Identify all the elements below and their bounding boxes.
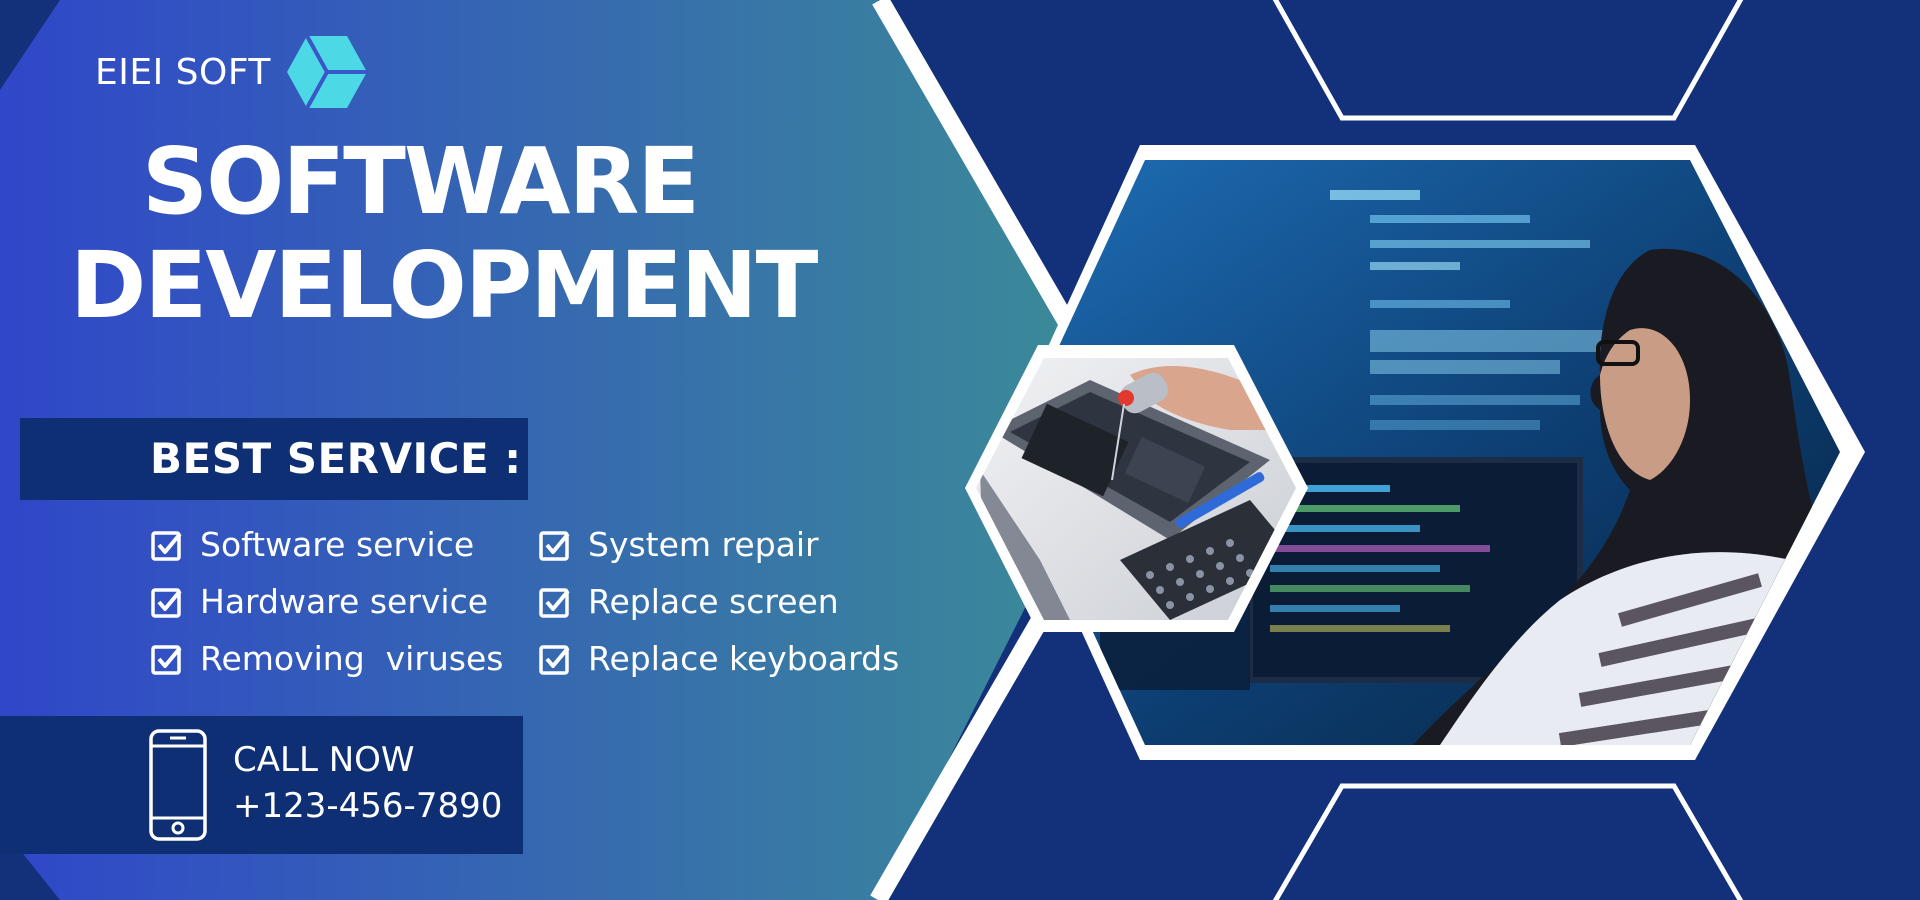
service-heading-band [20, 418, 528, 500]
list-item: Hardware service [150, 573, 504, 630]
photo-laptop-repair [976, 358, 1296, 620]
checkbox-checked-icon [151, 644, 182, 675]
service-label: Hardware service [200, 582, 489, 621]
phone-number[interactable]: +123-456-7890 [233, 786, 503, 826]
service-list-right: System repair Replace screen Replace key… [538, 516, 899, 687]
service-label: Replace keyboards [588, 639, 900, 678]
title-line-2: DEVELOPMENT [70, 232, 818, 339]
list-item: Software service [150, 516, 504, 573]
checkbox-checked-icon [151, 530, 182, 561]
title-line-1: SOFTWARE [141, 128, 700, 235]
list-item: Replace keyboards [538, 630, 899, 687]
brand-name: EIEI SOFT [95, 51, 271, 93]
call-now-label: CALL NOW [233, 740, 415, 780]
call-now-band [0, 716, 523, 854]
service-list-left: Software service Hardware service Removi… [150, 516, 504, 687]
service-label: Replace screen [588, 582, 839, 621]
decor-hexagon-bottom [1272, 783, 1744, 900]
smartphone-icon [149, 729, 207, 841]
checkbox-checked-icon [539, 530, 570, 561]
list-item: System repair [538, 516, 899, 573]
brand: EIEI SOFT [95, 34, 369, 110]
service-label: Removing viruses [200, 639, 504, 678]
checkbox-checked-icon [539, 587, 570, 618]
list-item: Replace screen [538, 573, 899, 630]
service-label: Software service [200, 525, 475, 564]
gradient-panel [0, 0, 1082, 900]
decor-hexagon-top [1272, 0, 1744, 121]
checkbox-checked-icon [151, 587, 182, 618]
cube-icon [286, 35, 367, 109]
list-item: Removing viruses [150, 630, 504, 687]
service-heading: BEST SERVICE : [150, 434, 522, 483]
checkbox-checked-icon [539, 644, 570, 675]
service-label: System repair [588, 525, 819, 564]
page-title: SOFTWARE DEVELOPMENT [70, 128, 818, 339]
